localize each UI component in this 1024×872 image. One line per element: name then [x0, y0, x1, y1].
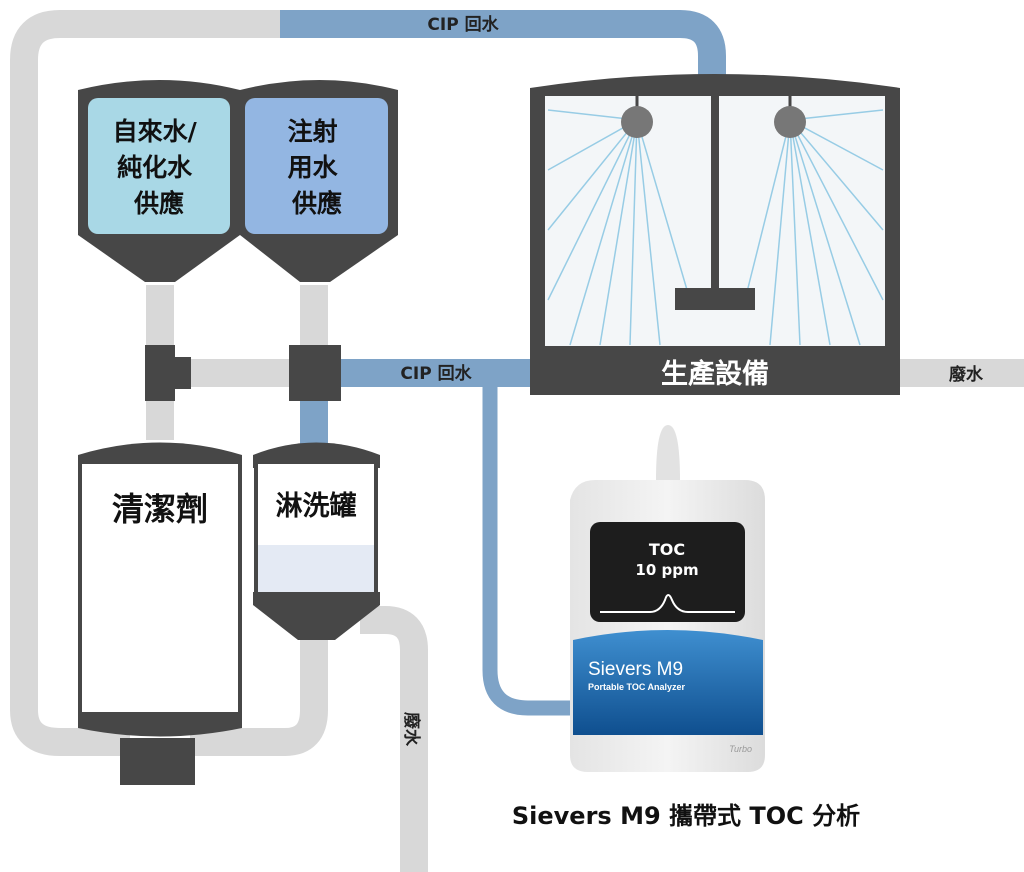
- analyzer-screen: [590, 522, 745, 622]
- wfi-label: 注射: [288, 117, 338, 146]
- tap-water-tank: 自來水/ 純化水 供應: [78, 80, 240, 282]
- analyzer-brand: Sievers M9: [588, 659, 683, 680]
- sievers-m9-analyzer: TOC 10 ppm Sievers M9 Portable TOC Analy…: [570, 425, 765, 772]
- analyzer-badge: Turbo: [729, 744, 752, 754]
- tap-water-label: 自來水/: [113, 117, 198, 146]
- screen-title: TOC: [649, 540, 685, 559]
- detergent-label: 清潔劑: [112, 490, 208, 528]
- spray-ball-icon: [621, 106, 653, 138]
- agitator-blade: [675, 288, 755, 310]
- screen-value: 10 ppm: [635, 561, 698, 579]
- rinse-tank: 淋洗罐: [253, 442, 380, 640]
- gray-loop-pipe: [9, 10, 1024, 872]
- production-equipment: 生產設備: [530, 74, 900, 395]
- spray-lines: [547, 109, 884, 346]
- svg-text:注射 用水 供應: 注射 用水 供應: [288, 117, 347, 218]
- tee-fitting: [289, 345, 341, 401]
- spray-ball-icon: [774, 106, 806, 138]
- analyzer-subtitle: Portable TOC Analyzer: [588, 682, 686, 692]
- cip-return-top-label: CIP 回水: [427, 14, 499, 35]
- wfi-tank: 注射 用水 供應: [240, 80, 398, 282]
- tee-fitting: [145, 345, 175, 401]
- agitator-shaft: [711, 96, 719, 291]
- blue-sample-pipe: [482, 385, 575, 716]
- wfi-label: 供應: [291, 189, 342, 218]
- tap-water-label: 供應: [133, 189, 184, 218]
- screen-peak-graph: [600, 594, 735, 613]
- rinse-tank-label: 淋洗罐: [276, 490, 357, 522]
- equipment-label: 生產設備: [661, 358, 769, 390]
- cip-return-mid-label: CIP 回水: [400, 363, 472, 384]
- tap-water-label: 純化水: [117, 153, 193, 182]
- waste-right-label: 廢水: [949, 364, 984, 385]
- detergent-tank: 清潔劑: [78, 442, 242, 785]
- svg-text:自來水/ 純化水 供應: 自來水/ 純化水 供應: [113, 117, 206, 218]
- tee-fitting: [175, 357, 191, 389]
- waste-bottom-label: 廢水: [401, 712, 422, 747]
- analyzer-caption: Sievers M9 攜帶式 TOC 分析: [512, 802, 860, 830]
- wfi-label: 用水: [288, 153, 339, 182]
- blue-cip-pipe: [280, 10, 726, 445]
